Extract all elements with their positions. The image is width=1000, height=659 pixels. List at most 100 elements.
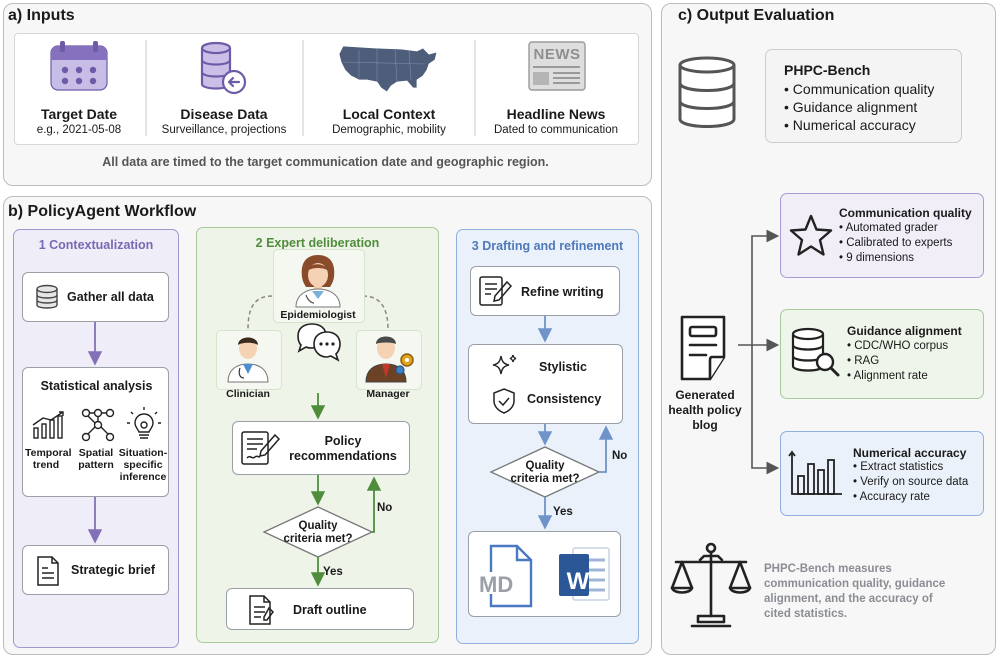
eval-item: • Accuracy rate [853, 491, 930, 503]
drafting-title: 3 Drafting and refinement [471, 239, 624, 253]
eval-item-label: Accuracy rate [859, 491, 930, 503]
eval-item: • 9 dimensions [839, 252, 914, 264]
draft-yes-label: Yes [553, 506, 573, 518]
eval-item-label: Calibrated to experts [846, 237, 953, 249]
input-title: Headline News [506, 106, 606, 122]
lightbulb-icon [127, 407, 161, 439]
style-consistency-box: Stylistic Consistency [468, 344, 623, 424]
blog-label: Generated health policy blog [668, 388, 742, 432]
stat-item-spatial: Spatial pattern [78, 447, 114, 471]
consistency-label: Consistency [527, 392, 602, 406]
eval-item: • Calibrated to experts [839, 237, 953, 249]
scales-icon [670, 542, 752, 628]
signed-document-icon [241, 431, 281, 465]
eval-item: • Verify on source data [853, 476, 969, 488]
database-search-icon [791, 327, 840, 377]
word-file-icon [559, 547, 610, 601]
eval-item: • CDC/WHO corpus [847, 340, 949, 352]
eval-item: • Automated grader [839, 222, 938, 234]
bench-item: • Numerical accuracy [784, 117, 916, 133]
input-subtitle: Surveillance, projections [161, 124, 287, 136]
draft-outline-box: Draft outline [226, 588, 414, 630]
eval-card-guidance: Guidance alignment • CDC/WHO corpus • RA… [780, 309, 984, 399]
statistical-analysis-box: Statistical analysis Temporal trend Spat… [22, 367, 169, 497]
eval-item-label: Extract statistics [860, 461, 944, 473]
news-word: NEWS [533, 46, 581, 63]
role-epidemiologist: Epidemiologist [280, 309, 356, 321]
eval-item-label: Alignment rate [853, 370, 928, 382]
inputs-title: a) Inputs [8, 7, 75, 24]
server-icon [678, 56, 736, 128]
divider [302, 40, 304, 136]
draft-quality-label: Quality criteria met? [510, 460, 580, 485]
shield-check-icon [493, 388, 515, 414]
sparkle-icon [492, 354, 517, 375]
expert-title: 2 Expert deliberation [255, 236, 380, 250]
document-icon [37, 556, 59, 586]
input-item-headline-news: NEWS Headline News Dated to communicatio… [477, 36, 635, 140]
input-subtitle: Dated to communication [493, 124, 618, 136]
stat-title: Statistical analysis [40, 379, 153, 393]
draft-no-label: No [612, 450, 628, 462]
input-item-target-date: Target Date e.g., 2021-05-08 [16, 36, 142, 140]
eval-item-label: Automated grader [845, 222, 938, 234]
inputs-note: All data are timed to the target communi… [102, 155, 549, 169]
word-label: W [566, 568, 590, 595]
bench-item-label: Guidance alignment [792, 99, 918, 115]
draft-outline-label: Draft outline [293, 603, 367, 617]
input-title: Local Context [342, 106, 436, 122]
input-title: Disease Data [180, 106, 268, 122]
eval-title: Guidance alignment [847, 324, 962, 338]
input-item-disease-data: Disease Data Surveillance, projections [148, 36, 300, 140]
expert-no-label: No [377, 502, 393, 514]
eval-title: Communication quality [839, 206, 972, 220]
divider [145, 40, 147, 136]
stylistic-label: Stylistic [539, 360, 587, 374]
brief-label: Strategic brief [71, 563, 156, 577]
eval-list: • Extract statistics • Verify on source … [853, 460, 968, 505]
input-subtitle: Demographic, mobility [332, 124, 446, 136]
pen-document-icon [479, 276, 513, 306]
bench-item: • Communication quality [784, 81, 935, 97]
blog-document-icon [680, 315, 726, 381]
manager-avatar-icon [365, 336, 414, 383]
database-icon [36, 284, 58, 309]
epidemiologist-avatar-icon [295, 255, 341, 308]
eval-item-label: 9 dimensions [846, 252, 914, 264]
bar-chart-icon [788, 450, 842, 495]
us-map-icon [338, 45, 438, 93]
refine-label: Refine writing [521, 285, 604, 299]
input-subtitle: e.g., 2021-05-08 [36, 124, 122, 136]
role-manager: Manager [366, 388, 410, 400]
eval-title: Numerical accuracy [853, 446, 967, 460]
bench-item-label: Communication quality [792, 81, 935, 97]
database-icon [200, 41, 247, 95]
policy-recommendations-box: Policy recommendations [232, 421, 410, 475]
gather-data-box: Gather all data [22, 272, 169, 322]
stat-item-temporal: Temporal trend [25, 447, 72, 471]
input-item-local-context: Local Context Demographic, mobility [305, 36, 473, 140]
bench-item-label: Numerical accuracy [792, 117, 916, 133]
calendar-icon [50, 41, 108, 91]
expert-quality-label: Quality criteria met? [283, 520, 353, 545]
contextualization-title: 1 Contextualization [38, 238, 154, 252]
md-label: MD [479, 572, 514, 597]
bench-item: • Guidance alignment [784, 99, 918, 115]
workflow-title: b) PolicyAgent Workflow [8, 203, 197, 220]
stat-item-situation: Situation-specific inference [118, 447, 168, 483]
eval-item-label: RAG [854, 355, 880, 367]
divider [474, 40, 476, 136]
output-summary: PHPC-Bench measures communication qualit… [764, 563, 946, 620]
eval-item: • Alignment rate [847, 370, 928, 382]
eval-item-label: CDC/WHO corpus [854, 340, 949, 352]
bench-card: PHPC-Bench • Communication quality • Gui… [765, 49, 962, 143]
newspaper-icon [528, 41, 586, 91]
network-graph-icon [81, 408, 115, 442]
eval-list: • CDC/WHO corpus • RAG • Alignment rate [847, 339, 948, 384]
eval-card-communication: Communication quality • Automated grader… [780, 193, 984, 278]
eval-list: • Automated grader • Calibrated to exper… [839, 221, 952, 266]
eval-card-numerical: Numerical accuracy • Extract statistics … [780, 431, 984, 516]
